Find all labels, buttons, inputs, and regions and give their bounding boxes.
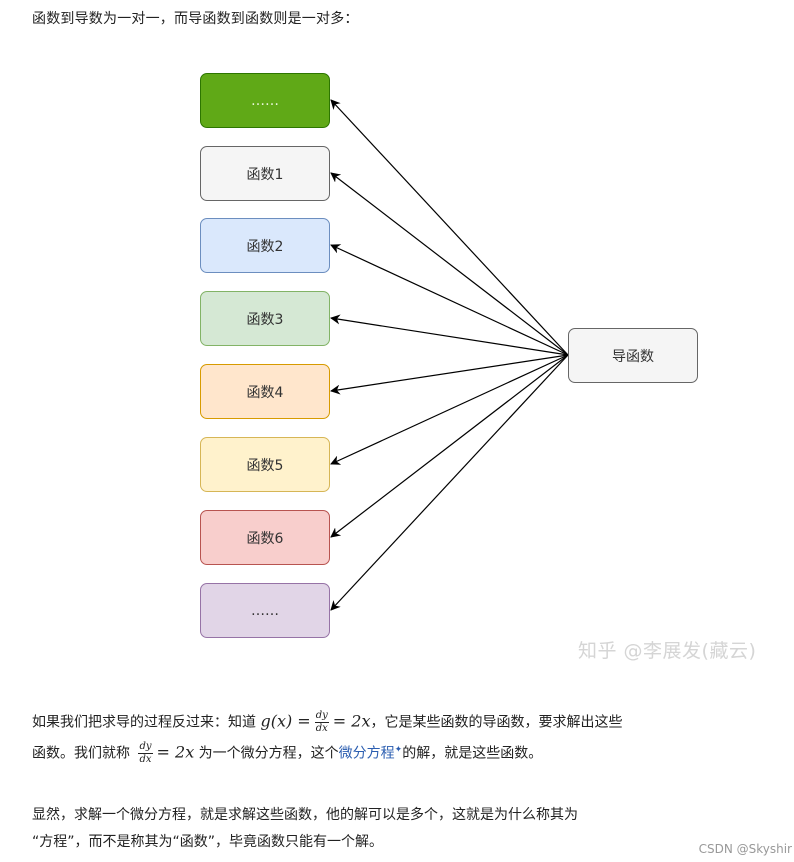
function-box-ellipsis-top: ……: [200, 73, 330, 128]
arrows-layer: [330, 99, 569, 611]
arrow-5: [330, 354, 569, 465]
frac-den-2: dx: [139, 754, 152, 766]
arrow-1: [330, 172, 569, 356]
math-eq-expr-2: = 2x: [156, 742, 195, 762]
arrow-2: [330, 244, 569, 356]
math-g-expr: g(x) =: [260, 711, 311, 731]
arrow-3: [330, 314, 569, 356]
p1-text-a: 如果我们把求导的过程反过来：知道: [32, 714, 261, 731]
function-box-4: 函数4: [200, 364, 330, 419]
math-eq-expr: = 2x: [332, 711, 371, 731]
intro-text: 函数到导数为一对一，而导函数到函数则是一对多：: [32, 11, 359, 27]
function-box-ellipsis-bottom: ……: [200, 583, 330, 638]
arrow-6: [330, 354, 569, 538]
frac-num: dy: [314, 710, 329, 723]
function-box-5: 函数5: [200, 437, 330, 492]
derivative-box: 导函数: [568, 328, 698, 383]
arrow-7: [330, 354, 569, 611]
p1-text-c: 函数。我们就称: [32, 745, 135, 762]
p1-text-e: 的解，就是这些函数。: [402, 745, 543, 762]
paragraph2-line2: “方程”，而不是称其为“函数”，毕竟函数只能有一个解。: [32, 834, 384, 850]
function-box-3: 函数3: [200, 291, 330, 346]
frac-den: dx: [315, 723, 328, 734]
function-derivative-diagram: …… 函数1 函数2 函数3 函数4 函数5 函数6 …… 导函数: [200, 73, 698, 638]
function-box-6: 函数6: [200, 510, 330, 565]
csdn-watermark: CSDN @Skyshir: [698, 842, 792, 856]
frac-num-2: dy: [138, 741, 153, 755]
p1-text-d: 为一个微分方程，这个: [194, 745, 339, 762]
zhihu-watermark: 知乎 @李展发(藏云): [578, 640, 757, 662]
arrow-4: [330, 354, 569, 395]
p1-text-b: ，它是某些函数的导函数，要求解出这些: [370, 714, 623, 731]
function-box-1: 函数1: [200, 146, 330, 201]
paragraph2-line1: 显然，求解一个微分方程，就是求解这些函数，他的解可以是多个，这就是为什么称其为: [32, 807, 578, 823]
link-sparkle-icon: ✦: [394, 745, 403, 755]
arrow-0: [330, 99, 569, 356]
differential-equation-link[interactable]: 微分方程: [338, 745, 395, 762]
function-box-2: 函数2: [200, 218, 330, 273]
